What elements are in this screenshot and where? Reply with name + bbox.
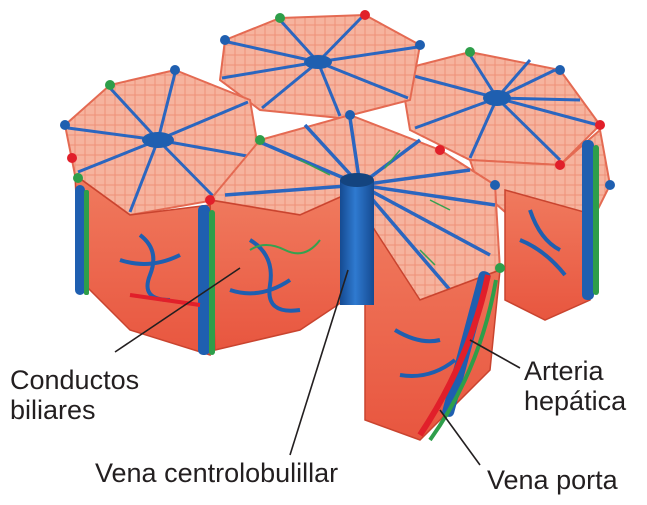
central-vein-back-right <box>483 90 511 106</box>
leader-vena-porta <box>440 410 480 465</box>
label-vena-porta-text: Vena porta <box>487 465 618 495</box>
central-vein-left <box>142 132 174 148</box>
label-conductos-line2: biliares <box>10 395 139 425</box>
label-conductos-biliares: Conductos biliares <box>10 365 139 425</box>
label-vena-porta: Vena porta <box>487 465 618 495</box>
label-arteria-hepatica: Arteria hepática <box>524 356 626 416</box>
label-arteria-line1: Arteria <box>524 356 626 386</box>
central-vein-back-center <box>304 55 332 69</box>
central-vein-front <box>340 180 374 305</box>
label-conductos-line1: Conductos <box>10 365 139 395</box>
label-vena-centrolobulillar: Vena centrolobulillar <box>95 458 338 488</box>
label-arteria-line2: hepática <box>524 386 626 416</box>
label-vena-central-text: Vena centrolobulillar <box>95 458 338 488</box>
